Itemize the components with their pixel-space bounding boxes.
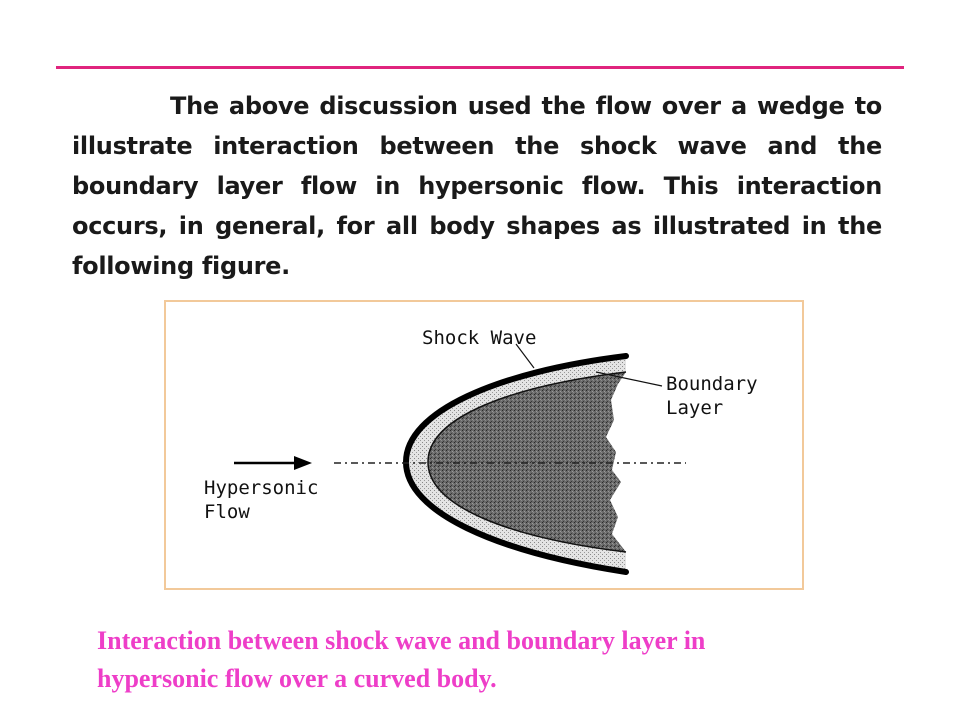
flow-arrow-head <box>294 456 312 470</box>
body-paragraph: The above discussion used the flow over … <box>72 92 882 280</box>
flow-label-line2: Flow <box>204 501 250 523</box>
figure-caption: Interaction between shock wave and bound… <box>97 622 897 698</box>
top-divider <box>56 66 904 69</box>
boundary-label-line2: Layer <box>666 397 723 419</box>
caption-line-1: Interaction between shock wave and bound… <box>97 626 706 655</box>
shock-wave-label: Shock Wave <box>422 327 536 349</box>
body-surface <box>427 371 627 553</box>
shock-layer-region <box>404 356 626 572</box>
caption-line-2: hypersonic flow over a curved body. <box>97 664 497 693</box>
boundary-label-line1: Boundary <box>666 373 758 395</box>
figure-frame: Shock Wave Boundary Layer Hypersonic Flo… <box>164 300 804 590</box>
shock-wave-curve <box>402 353 629 575</box>
shock-wave-leader <box>515 343 535 369</box>
flow-label-line1: Hypersonic <box>204 477 318 499</box>
boundary-layer-leader <box>595 371 663 387</box>
shock-boundary-diagram: Shock Wave Boundary Layer Hypersonic Flo… <box>204 327 758 575</box>
boundary-layer-region <box>428 372 626 552</box>
